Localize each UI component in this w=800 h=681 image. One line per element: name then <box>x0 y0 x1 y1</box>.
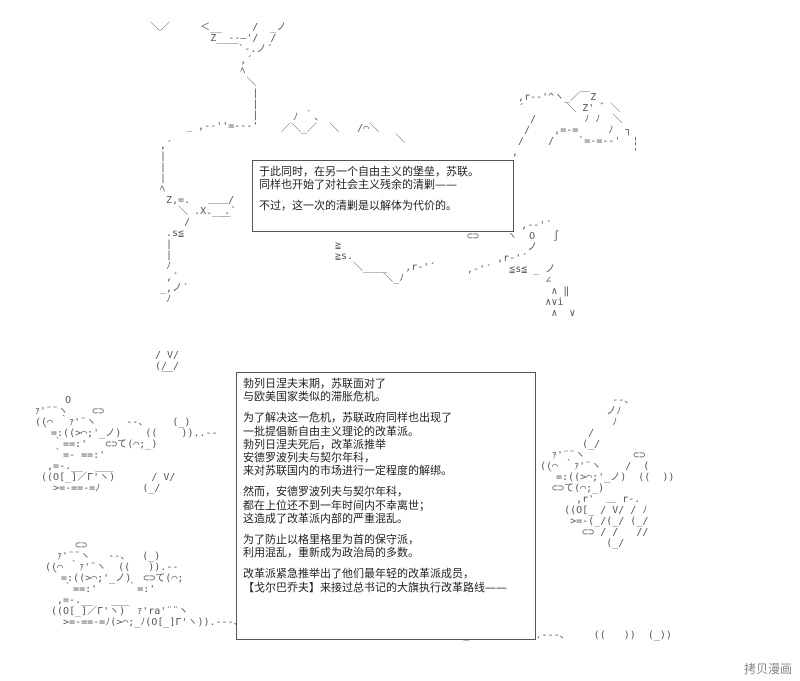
narration-line: 为了解决这一危机，苏联政府同样也出现了 <box>243 411 452 425</box>
narration-line: 不过，这一次的清剿是以解体为代价的。 <box>259 199 457 213</box>
ascii-crowd-right: --、 ノﾉ ﾉ / (_/ ｧ'¨¨ヽ ⊂⊃ ((⌒ ｀ｧ'¨ヽ / ( ｀=… <box>540 395 675 549</box>
narration-line: 来对苏联国内的市场进行一定程度的解绑。 <box>243 464 452 478</box>
narration-line: 勃列日涅夫末期，苏联面对了 <box>243 377 386 390</box>
narration-line: 改革派紧急推举出了他们最年轻的改革派成员， <box>243 567 474 581</box>
narration-line: 【戈尔巴乔夫】来接过总书记的大旗执行改革路线—— <box>243 580 507 594</box>
narration-box-main: 勃列日涅夫末期，苏联面对了 与欧美国家类似的滞胀危机。 为了解决这一危机，苏联政… <box>236 372 536 640</box>
narration-line: 这造成了改革派内部的严重混乱。 <box>243 511 408 525</box>
narration-line: 安德罗波列夫与契尔年科， <box>243 451 375 465</box>
ascii-map-west: ＼／ ＜__ / _ノ Z__--―'/ / ￣`-.ノ´ ,´ ﾍ ＼ | |… <box>150 22 287 132</box>
narration-line: 同样也开始了对社会主义残余的清剿—— <box>259 178 457 192</box>
narration-line: 一批提倡新自由主义理论的改革派。 <box>243 424 419 438</box>
narration-line: 然而，安德罗波列夫与契尔年科， <box>243 485 408 499</box>
watermark: 拷贝漫画 <box>743 662 792 676</box>
ascii-map-caspian: ≧ ≧s. ＼____ ,r‐'´ ＼_ﾉ <box>335 240 436 284</box>
ascii-crowd-top: / V/ (/_/ ￣ <box>155 350 180 383</box>
narration-line: 为了防止以格里格里为首的保守派， <box>243 533 419 547</box>
narration-line: 与欧美国家类似的滞胀危机。 <box>243 390 386 404</box>
ascii-map-west-lower: ,´ | | | ﾍ Z,=. ＿＿/ ＼ .X.__.` / ￣ .s≦ | … <box>160 140 237 305</box>
narration-line: 勃列日涅夫死后，改革派推举 <box>243 437 386 451</box>
ascii-crowd-left-lower: ⊂⊃ ｧ'¨¨ヽ --、 (_) ((⌒ ｀ｧ'¨ヽ (( )).-- ｀=:(… <box>45 540 244 628</box>
ascii-map-center: ﾉ ｀、 ／＼_／ ＼ /⌒＼ ＼ <box>281 112 406 145</box>
ascii-crowd-left: O ｧ'¨¨ヽ ⊂⊃ ((⌒ ｀ｧ'¨ヽ --、 (_) ｀=:((>⌒;'_ノ… <box>35 395 248 494</box>
narration-line: 于此同时，在另一个自由主义的堡垒，苏联。 <box>259 165 479 178</box>
narration-line: 利用混乱，重新成为政治局的多数。 <box>243 546 419 560</box>
narration-box-top: 于此同时，在另一个自由主义的堡垒，苏联。 同样也开始了对社会主义残余的清剿—— … <box>252 160 514 232</box>
ascii-map-east: ,r‐‐'^ヽ_／￣Z ´ ＼ Z' ゛＼ / ﾉ ﾉ ＼ / ,=-= ﾉ ┐… <box>512 92 639 158</box>
narration-line: 都在上位还不到一年时间内不幸离世； <box>243 498 430 512</box>
ascii-map-southeast: _ ,-‐'´ ⊂⊃ ｀ヽ O ∫ ノ ,r‐'´ ,‐'´ ≦s≦ _ ノ ∠… <box>467 220 576 319</box>
